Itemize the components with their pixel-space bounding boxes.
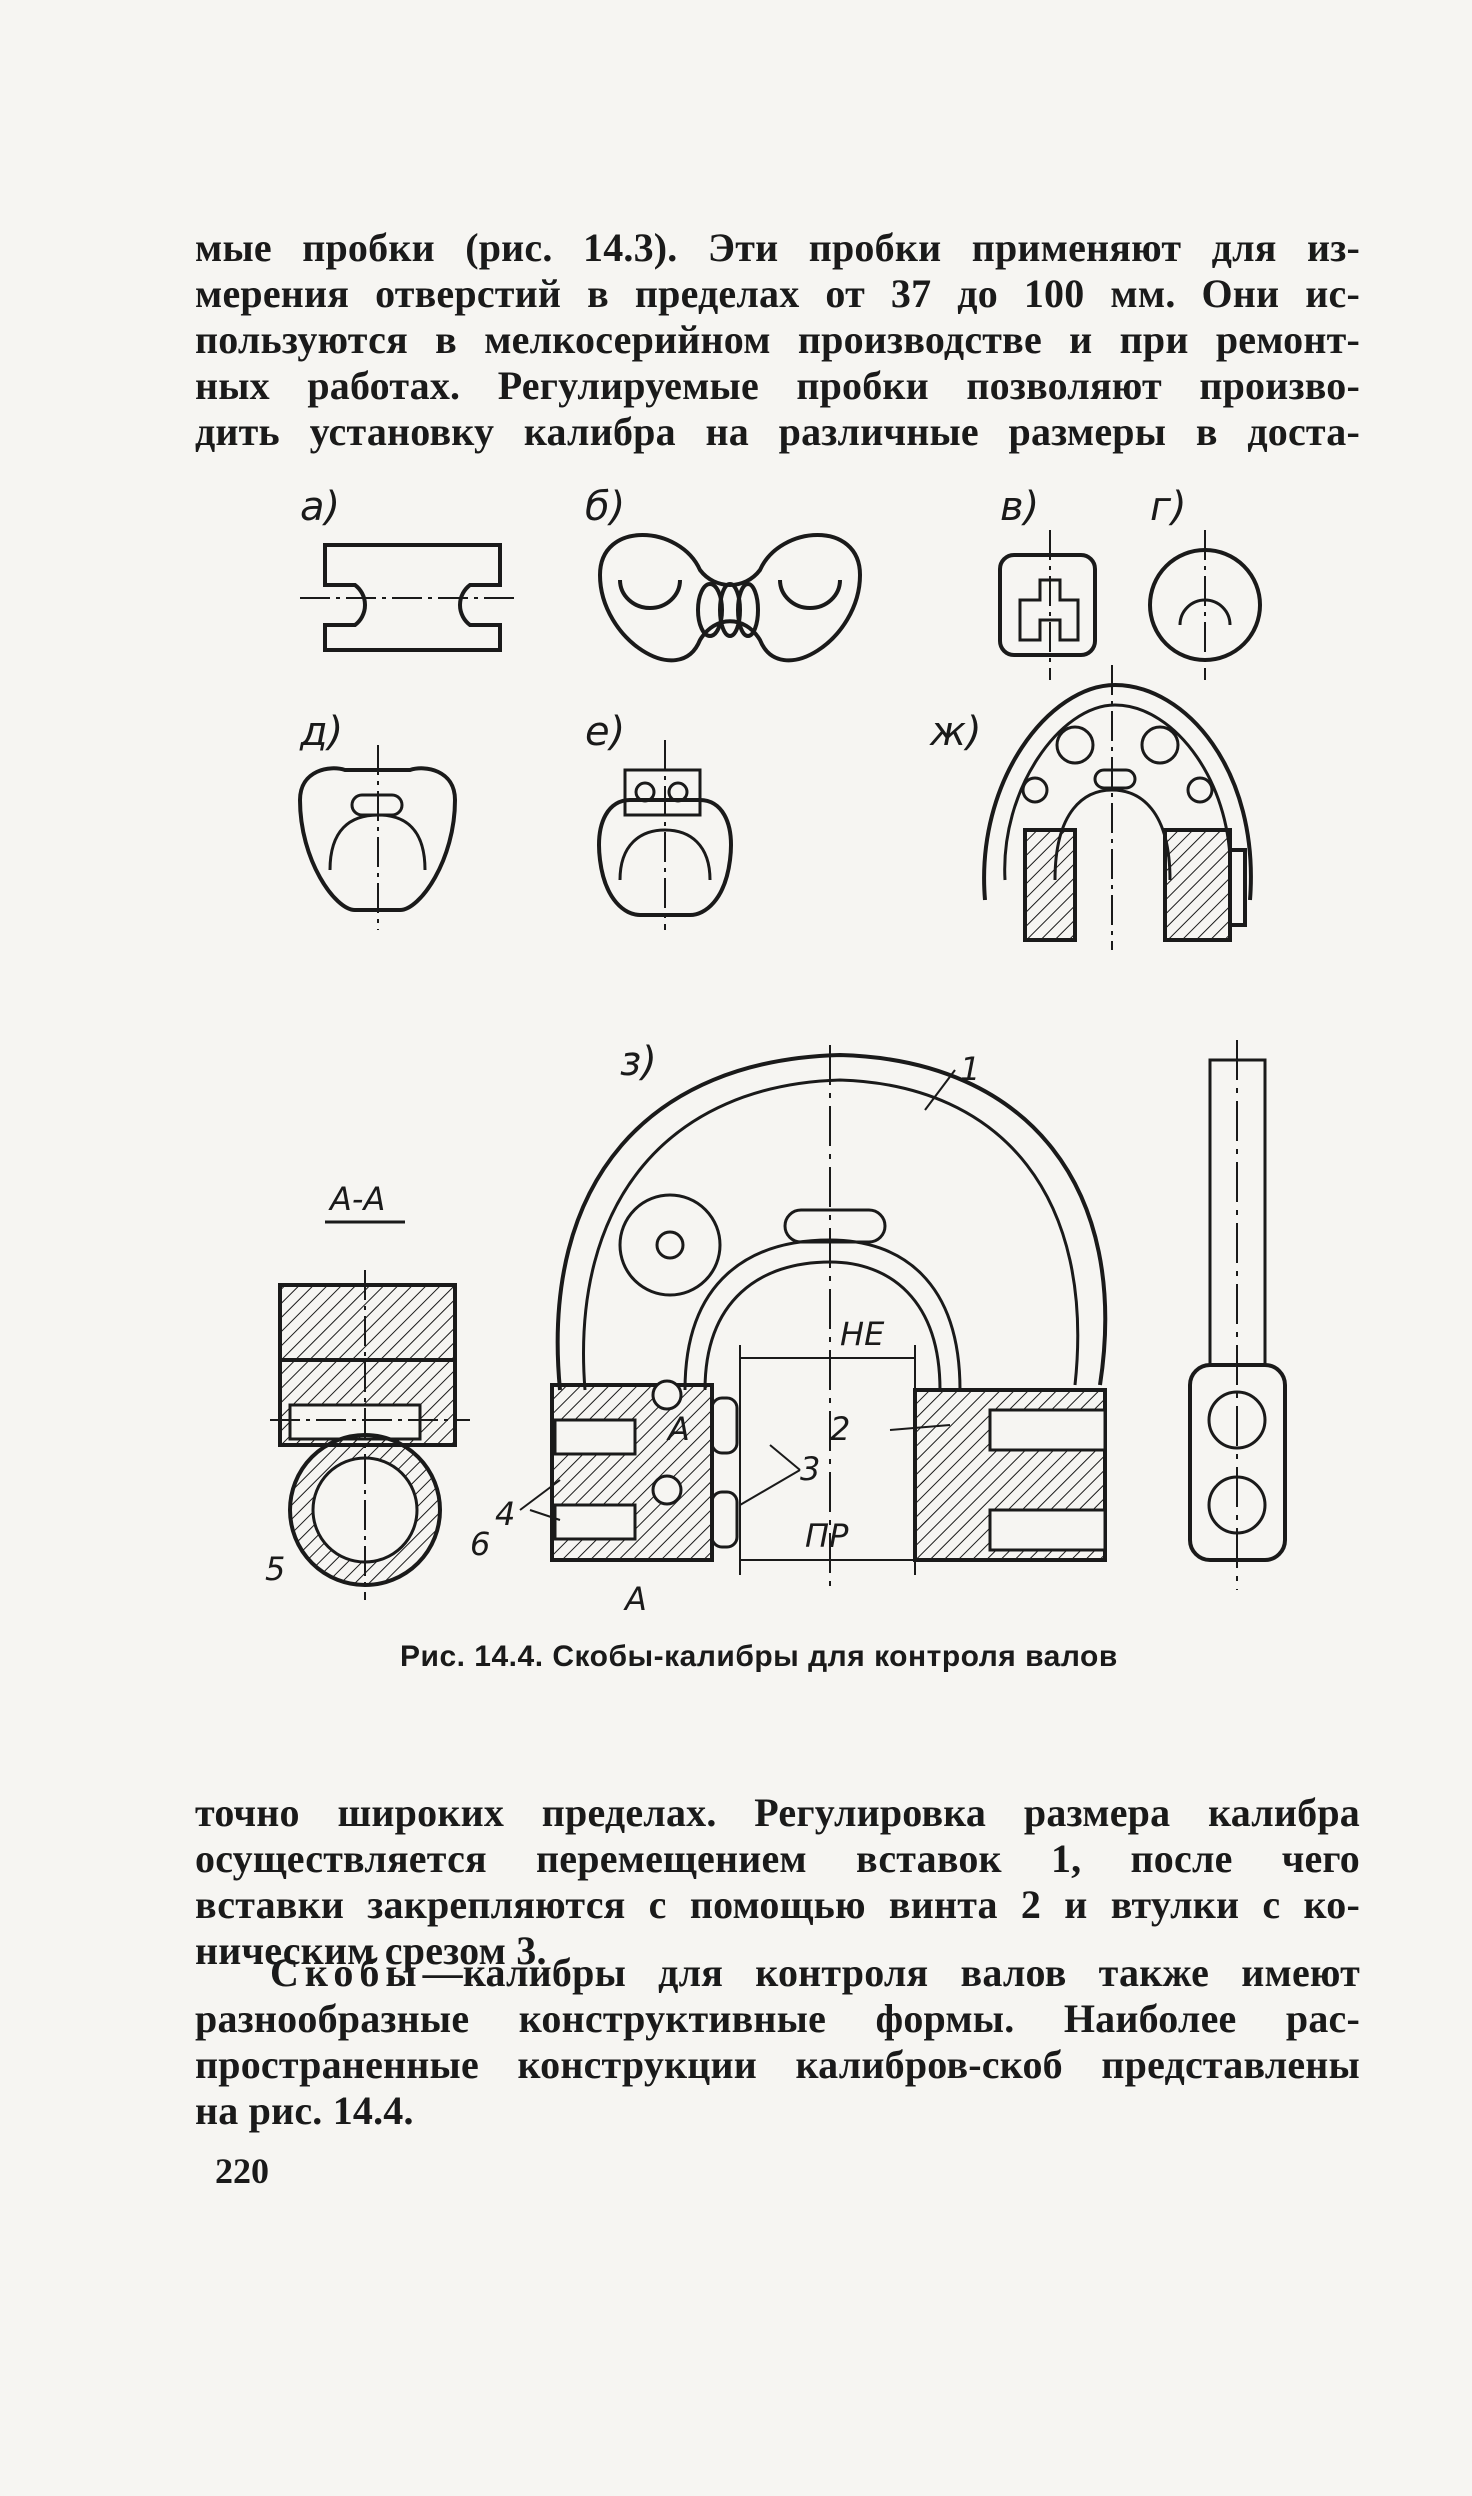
callout-4: 4 <box>495 1495 515 1533</box>
text-line: осуществляется перемещением вставок 1, п… <box>195 1836 1360 1881</box>
callout-2: 2 <box>830 1410 850 1448</box>
text-line: пространенные конструкции калибров-скоб … <box>195 2042 1360 2087</box>
gauge-d <box>297 745 458 930</box>
gauge-figure: а) б) в) г) д) <box>265 484 1287 1618</box>
callout-5: 5 <box>265 1550 285 1588</box>
text-line: вставки закрепляются с помощью винта 2 и… <box>195 1882 1360 1927</box>
paragraph-top: мые пробки (рис. 14.3). Эти пробки приме… <box>195 225 1360 455</box>
text-line: дить установку калибра на различные разм… <box>195 409 1360 454</box>
gauge-z <box>519 1045 1108 1590</box>
text-line: мерения отверстий в пределах от 37 до 10… <box>195 271 1360 316</box>
section-mark-top: А <box>666 1410 690 1448</box>
spaced-term: Скобы <box>270 1950 423 1995</box>
text-line: ных работах. Регулируемые пробки позволя… <box>195 363 1360 408</box>
label-e: е) <box>585 709 625 755</box>
text-line: разнообразные конструктивные формы. Наиб… <box>195 1996 1360 2041</box>
label-d: д) <box>299 709 343 755</box>
dim-ne: НЕ <box>840 1315 885 1353</box>
paragraph-bottom-1: точно широких пределах. Регулировка разм… <box>195 1790 1360 1974</box>
label-b: б) <box>585 484 625 530</box>
section-label: А-А <box>328 1180 385 1218</box>
label-zh: ж) <box>929 709 982 755</box>
paragraph-bottom-2: Скобы—калибры для контроля валов также и… <box>195 1950 1360 2134</box>
gauge-v <box>998 530 1097 680</box>
label-a: а) <box>300 484 340 530</box>
section-mark-bottom: А <box>623 1580 647 1618</box>
section-view <box>270 1220 470 1600</box>
label-g: г) <box>1150 484 1187 530</box>
gauge-zh <box>982 665 1253 950</box>
page-number: 220 <box>215 2151 269 2191</box>
gauge-a <box>300 543 520 652</box>
text-line: точно широких пределах. Регулировка разм… <box>195 1790 1360 1835</box>
text-line: на рис. 14.4. <box>195 2088 414 2133</box>
text-line: пользуются в мелкосерийном производстве … <box>195 317 1360 362</box>
text-line: мые пробки (рис. 14.3). Эти пробки приме… <box>195 225 1360 270</box>
side-view <box>1188 1040 1287 1590</box>
gauge-b <box>597 533 863 663</box>
gauge-g <box>1148 530 1262 680</box>
figure-caption: Рис. 14.4. Скобы-калибры для контроля ва… <box>400 1640 1118 1673</box>
dim-pr: ПР <box>805 1517 849 1555</box>
text-fragment: —калибры для контроля валов также имеют <box>422 1950 1360 1995</box>
callout-3: 3 <box>800 1450 820 1488</box>
text-line: ническим срезом 3. <box>195 1928 547 1973</box>
callout-6: 6 <box>470 1525 490 1563</box>
label-v: в) <box>1000 484 1039 530</box>
gauge-e <box>597 740 733 930</box>
text-line: Скобы—калибры для контроля валов также и… <box>195 1950 1360 1996</box>
label-z: з) <box>620 1039 657 1085</box>
callout-1: 1 <box>960 1050 980 1088</box>
